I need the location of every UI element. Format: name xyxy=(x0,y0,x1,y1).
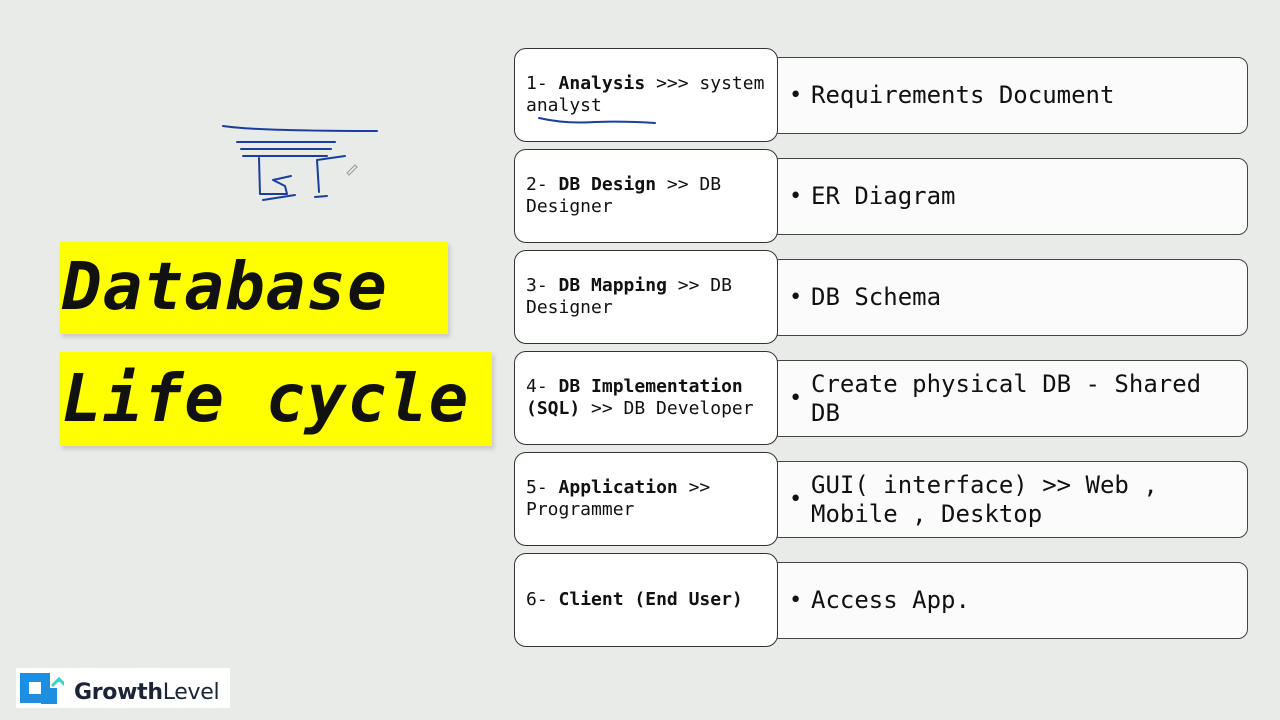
step-3-text: 3- DB Mapping >> DB Designer xyxy=(515,275,777,319)
title-highlight-line1: Database xyxy=(60,242,448,334)
step-4-role: >> DB Developer xyxy=(591,398,754,419)
step-2-text: 2- DB Design >> DB Designer xyxy=(515,174,777,218)
bullet: • xyxy=(789,285,803,310)
step-5-number: 5- xyxy=(526,477,548,498)
step-4-output-box: • Create physical DB - Shared DB xyxy=(770,360,1248,437)
step-6-output-box: • Access App. xyxy=(770,562,1248,639)
step-1-output: Requirements Document xyxy=(811,81,1115,109)
step-5-role: >> Programmer xyxy=(526,477,711,520)
step-1-output-box: • Requirements Document xyxy=(770,57,1248,134)
bullet: • xyxy=(789,487,803,512)
bullet: • xyxy=(789,184,803,209)
step-2-role: >> DB Designer xyxy=(526,174,722,217)
step-5-name: Application xyxy=(558,477,678,498)
step-3-box: 3- DB Mapping >> DB Designer xyxy=(514,250,778,344)
step-2-number: 2- xyxy=(526,174,548,195)
growthlevel-logo-icon xyxy=(20,673,64,704)
step-4-name: DB Implementation (SQL) xyxy=(526,376,743,419)
step-4-text: 4- DB Implementation (SQL) >> DB Develop… xyxy=(515,376,777,420)
bullet: • xyxy=(789,83,803,108)
bullet: • xyxy=(789,386,803,411)
step-2-name: DB Design xyxy=(558,174,657,195)
step-5-box: 5- Application >> Programmer xyxy=(514,452,778,546)
step-5-output-box: • GUI( interface) >> Web , Mobile , Desk… xyxy=(770,461,1248,538)
step-3-number: 3- xyxy=(526,275,548,296)
underline-scribble xyxy=(538,117,656,124)
growthlevel-logo: GrowthLevel xyxy=(16,668,230,708)
step-4-output: Create physical DB - Shared DB xyxy=(811,369,1202,427)
step-6-name: Client (End User) xyxy=(558,589,743,610)
step-2-box: 2- DB Design >> DB Designer xyxy=(514,149,778,243)
title-line2: Life cycle xyxy=(62,360,470,437)
step-3-role: >> DB Designer xyxy=(526,275,732,318)
title-line1: Database xyxy=(62,248,388,325)
step-2-output: ER Diagram xyxy=(811,182,956,210)
step-6-box: 6- Client (End User) xyxy=(514,553,778,647)
step-1-number: 1- xyxy=(526,73,548,94)
step-4-box: 4- DB Implementation (SQL) >> DB Develop… xyxy=(514,351,778,445)
bullet: • xyxy=(789,588,803,613)
step-6-number: 6- xyxy=(526,589,548,610)
step-1-box: 1- Analysis >>> system analyst xyxy=(514,48,778,142)
step-4-number: 4- xyxy=(526,376,548,397)
step-6-output: Access App. xyxy=(811,586,970,614)
step-5-output: GUI( interface) >> Web , Mobile , Deskto… xyxy=(811,470,1158,528)
step-1-text: 1- Analysis >>> system analyst xyxy=(515,73,777,117)
step-3-output: DB Schema xyxy=(811,283,942,311)
title-highlight-line2: Life cycle xyxy=(60,352,492,446)
step-1-name: Analysis xyxy=(558,73,646,94)
step-5-text: 5- Application >> Programmer xyxy=(515,477,777,521)
step-6-text: 6- Client (End User) xyxy=(515,589,751,611)
step-3-output-box: • DB Schema xyxy=(770,259,1248,336)
step-2-output-box: • ER Diagram xyxy=(770,158,1248,235)
growthlevel-logo-text: GrowthLevel xyxy=(74,680,220,705)
handwritten-sketch xyxy=(222,125,378,201)
step-1-role: >>> system analyst xyxy=(526,73,765,116)
step-3-name: DB Mapping xyxy=(558,275,667,296)
